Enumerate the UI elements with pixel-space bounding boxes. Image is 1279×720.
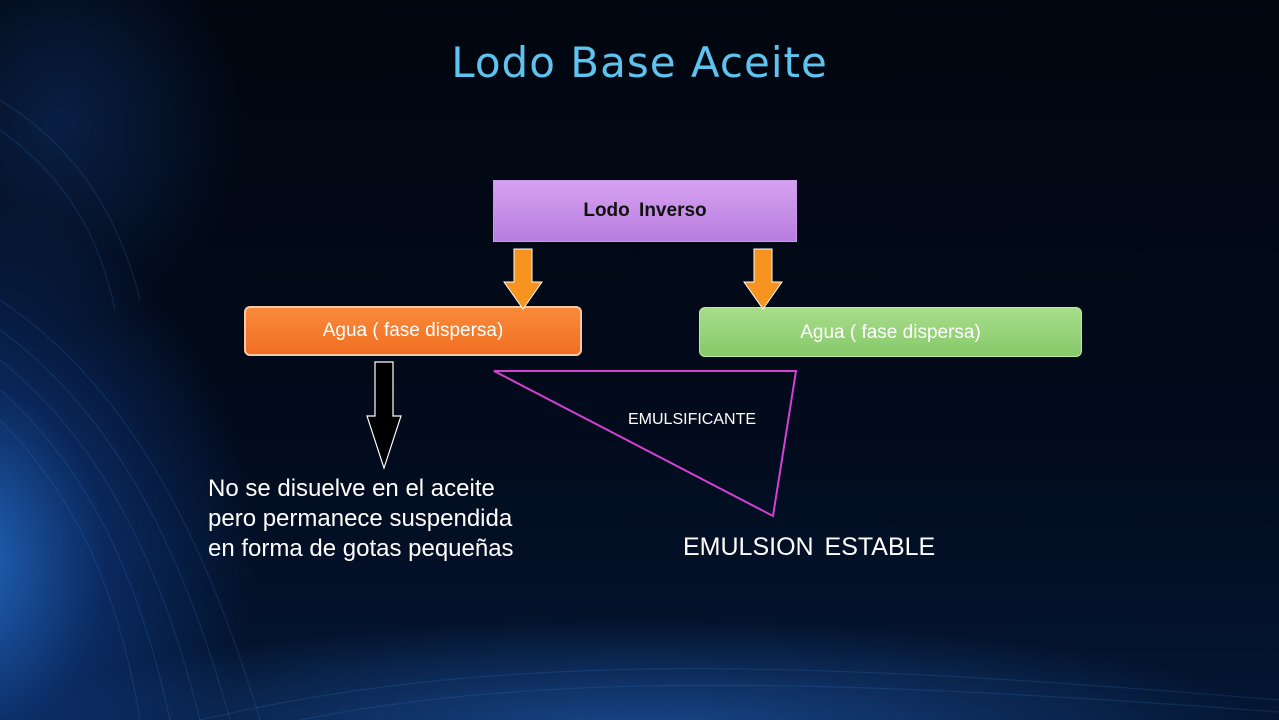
black-down-arrow (366, 361, 402, 470)
agua-left-label: Agua ( fase dispersa) (322, 320, 504, 341)
dispersion-note: No se disuelve en el aceite pero permane… (208, 475, 514, 562)
slide-title: Lodo Base Aceite (451, 38, 828, 87)
emulsificante-label: EMULSIFICANTE (628, 411, 757, 428)
orange-arrow-left (503, 248, 543, 310)
emulsion-estable-label: EMULSION ESTABLE (683, 533, 936, 561)
lodo-inverso-label: Lodo Inverso (583, 200, 707, 221)
agua-right-box: Agua ( fase dispersa) (699, 307, 1082, 357)
agua-right-label: Agua ( fase dispersa) (800, 322, 981, 343)
lodo-inverso-box: Lodo Inverso (493, 180, 797, 242)
agua-left-box: Agua ( fase dispersa) (244, 306, 582, 356)
orange-arrow-right (743, 248, 783, 310)
emulsion-triangle (493, 370, 798, 518)
